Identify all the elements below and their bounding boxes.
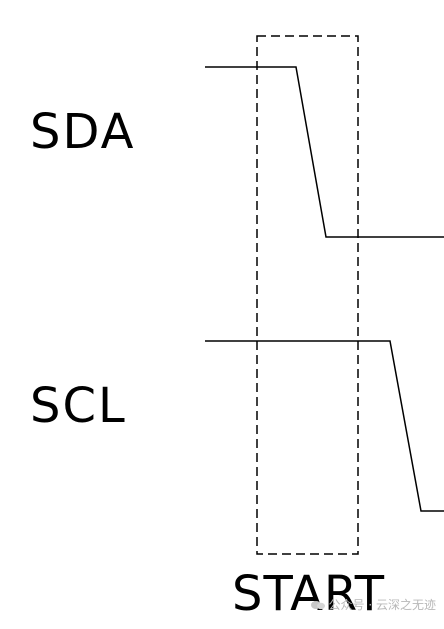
scl-label: SCL	[30, 378, 127, 434]
wechat-icon	[310, 600, 325, 609]
sda-label: SDA	[30, 104, 136, 160]
start-label: START	[232, 566, 386, 622]
watermark: 公众号 · 云深之无迹	[310, 596, 436, 613]
scl-waveform	[205, 340, 444, 512]
start-window-box	[256, 35, 359, 555]
sda-waveform	[205, 66, 444, 238]
watermark-text: 公众号 · 云深之无迹	[328, 598, 436, 612]
